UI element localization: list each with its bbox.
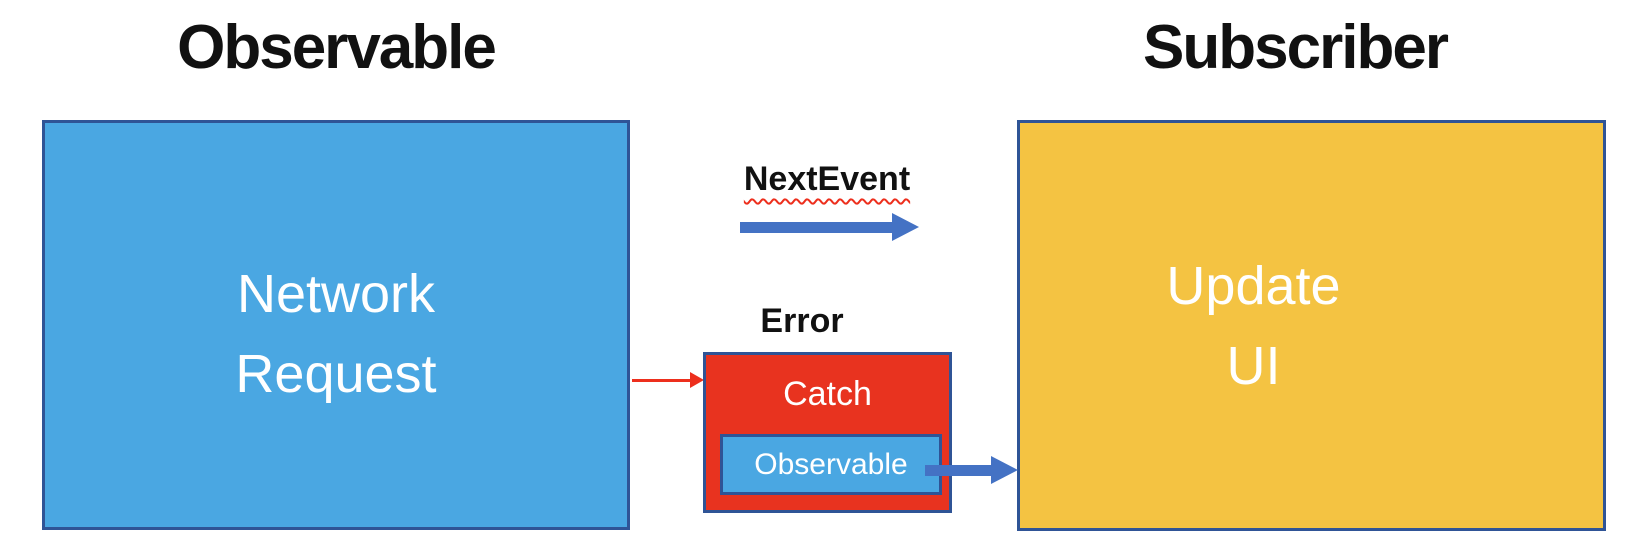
next-event-label: NextEvent — [743, 160, 911, 198]
catch-label: Catch — [783, 375, 872, 413]
inner-observable-label: Observable — [754, 447, 908, 481]
inner-observable-box: Observable — [720, 434, 942, 495]
catch-box: Catch Observable — [703, 352, 952, 513]
error-arrow-shaft — [632, 379, 692, 382]
update-ui-label: Update UI — [962, 123, 1545, 528]
update-ui-line1: Update — [1166, 255, 1341, 316]
subscriber-title: Subscriber — [1143, 13, 1449, 82]
network-request-line2: Request — [235, 344, 437, 404]
error-arrow-head — [690, 372, 704, 388]
network-request-label: Network Request — [45, 132, 627, 536]
next-event-arrow-shaft — [740, 222, 892, 233]
network-request-box: Network Request — [42, 120, 630, 530]
error-label: Error — [760, 302, 844, 340]
next-event-arrow-head — [892, 213, 919, 241]
update-ui-box: Update UI — [1017, 120, 1606, 531]
update-ui-line2: UI — [1226, 335, 1281, 396]
observable-title: Observable — [177, 13, 497, 82]
recovery-arrow-head — [991, 456, 1018, 484]
network-request-line1: Network — [236, 264, 436, 324]
recovery-arrow-shaft — [925, 465, 991, 476]
